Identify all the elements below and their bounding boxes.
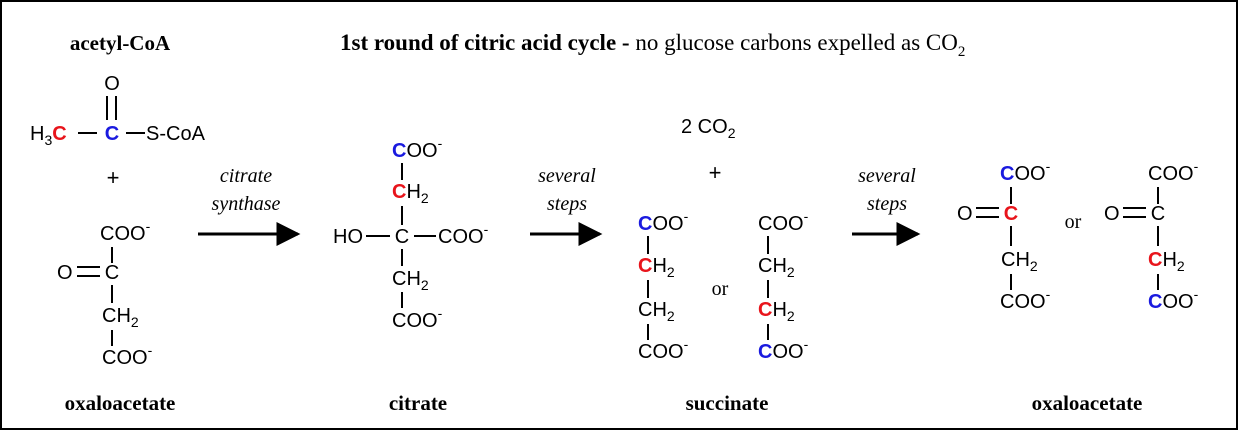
atom-o: O xyxy=(57,262,73,284)
carboxylate-bottom: COO- xyxy=(638,336,689,363)
atom-c: C xyxy=(395,226,409,248)
methylene: CH2 xyxy=(1001,249,1038,274)
plus-sign: + xyxy=(709,160,722,185)
methyl-group: H3C xyxy=(30,123,67,148)
label-succinate: succinate xyxy=(686,391,769,415)
methylene: CH2 xyxy=(392,268,429,293)
carboxylate-bottom: COO- xyxy=(758,336,809,363)
carboxylate-bottom: COO- xyxy=(392,305,443,332)
label-oxaloacetate-reactant: oxaloacetate xyxy=(65,391,176,415)
methylene: CH2 xyxy=(758,255,795,280)
atom-c-blue: C xyxy=(105,123,119,145)
methylene-red: CH2 xyxy=(1148,249,1185,274)
atom-c: C xyxy=(105,262,119,284)
co2-byproduct: 2 CO2 xyxy=(681,116,736,141)
methylene: CH2 xyxy=(638,299,675,324)
oxaloacetate-reactant-structure: COO- O C CH2 COO- xyxy=(57,218,153,369)
label-oxaloacetate-product: oxaloacetate xyxy=(1032,391,1143,415)
carboxylate-top: COO- xyxy=(1148,158,1199,185)
arrow-label: several xyxy=(858,165,916,187)
arrow-label: steps xyxy=(547,193,587,215)
methylene-red: CH2 xyxy=(392,181,429,206)
atom-o: O xyxy=(957,203,973,225)
atom-o: O xyxy=(1104,203,1120,225)
arrow-label: steps xyxy=(867,193,907,215)
methylene: CH2 xyxy=(102,305,139,330)
enzyme-label: synthase xyxy=(212,193,281,215)
acetyl-coa-structure: O H3C C S-CoA + xyxy=(30,73,206,190)
carboxylate-bottom: COO- xyxy=(1000,286,1051,313)
oxaloacetate-product-structure-b: COO- O C CH2 COO- xyxy=(1104,158,1199,313)
methylene-red: CH2 xyxy=(638,255,675,280)
or-connector: or xyxy=(1065,211,1082,233)
carboxylate-bottom: COO- xyxy=(102,342,153,369)
carboxylate-top: COO- xyxy=(638,208,689,235)
succinate-structure-b: COO- CH2 CH2 COO- xyxy=(758,208,809,363)
enzyme-label: citrate xyxy=(220,165,272,187)
carboxylate-top: COO- xyxy=(100,218,151,245)
atom-c: C xyxy=(1151,203,1165,225)
reaction-arrow-several-steps-1: several steps xyxy=(530,165,603,246)
plus-sign: + xyxy=(107,165,120,190)
carboxylate-top: COO- xyxy=(1000,158,1051,185)
citrate-structure: COO- CH2 HO C COO- CH2 COO- xyxy=(333,135,489,332)
diagram-title: 1st round of citric acid cycle - no gluc… xyxy=(340,30,965,60)
methylene-red: CH2 xyxy=(758,299,795,324)
label-citrate: citrate xyxy=(389,391,447,415)
label-acetyl-coa: acetyl-CoA xyxy=(70,31,171,55)
atom-c-red: C xyxy=(1004,203,1018,225)
carboxylate-top: COO- xyxy=(758,208,809,235)
s-coa: S-CoA xyxy=(146,123,206,145)
succinate-structure-a: COO- CH2 CH2 COO- xyxy=(638,208,689,363)
atom-o: O xyxy=(104,73,120,95)
reaction-arrow-citrate-synthase: citrate synthase xyxy=(198,165,301,246)
oxaloacetate-product-structure-a: COO- O C CH2 COO- xyxy=(957,158,1051,313)
reaction-arrow-several-steps-2: several steps xyxy=(852,165,921,246)
carboxylate-side: COO- xyxy=(438,221,489,248)
or-connector: or xyxy=(712,278,729,300)
arrow-label: several xyxy=(538,165,596,187)
hydroxyl: HO xyxy=(333,226,363,248)
carboxylate-bottom: COO- xyxy=(1148,286,1199,313)
carboxylate-top: COO- xyxy=(392,135,443,162)
